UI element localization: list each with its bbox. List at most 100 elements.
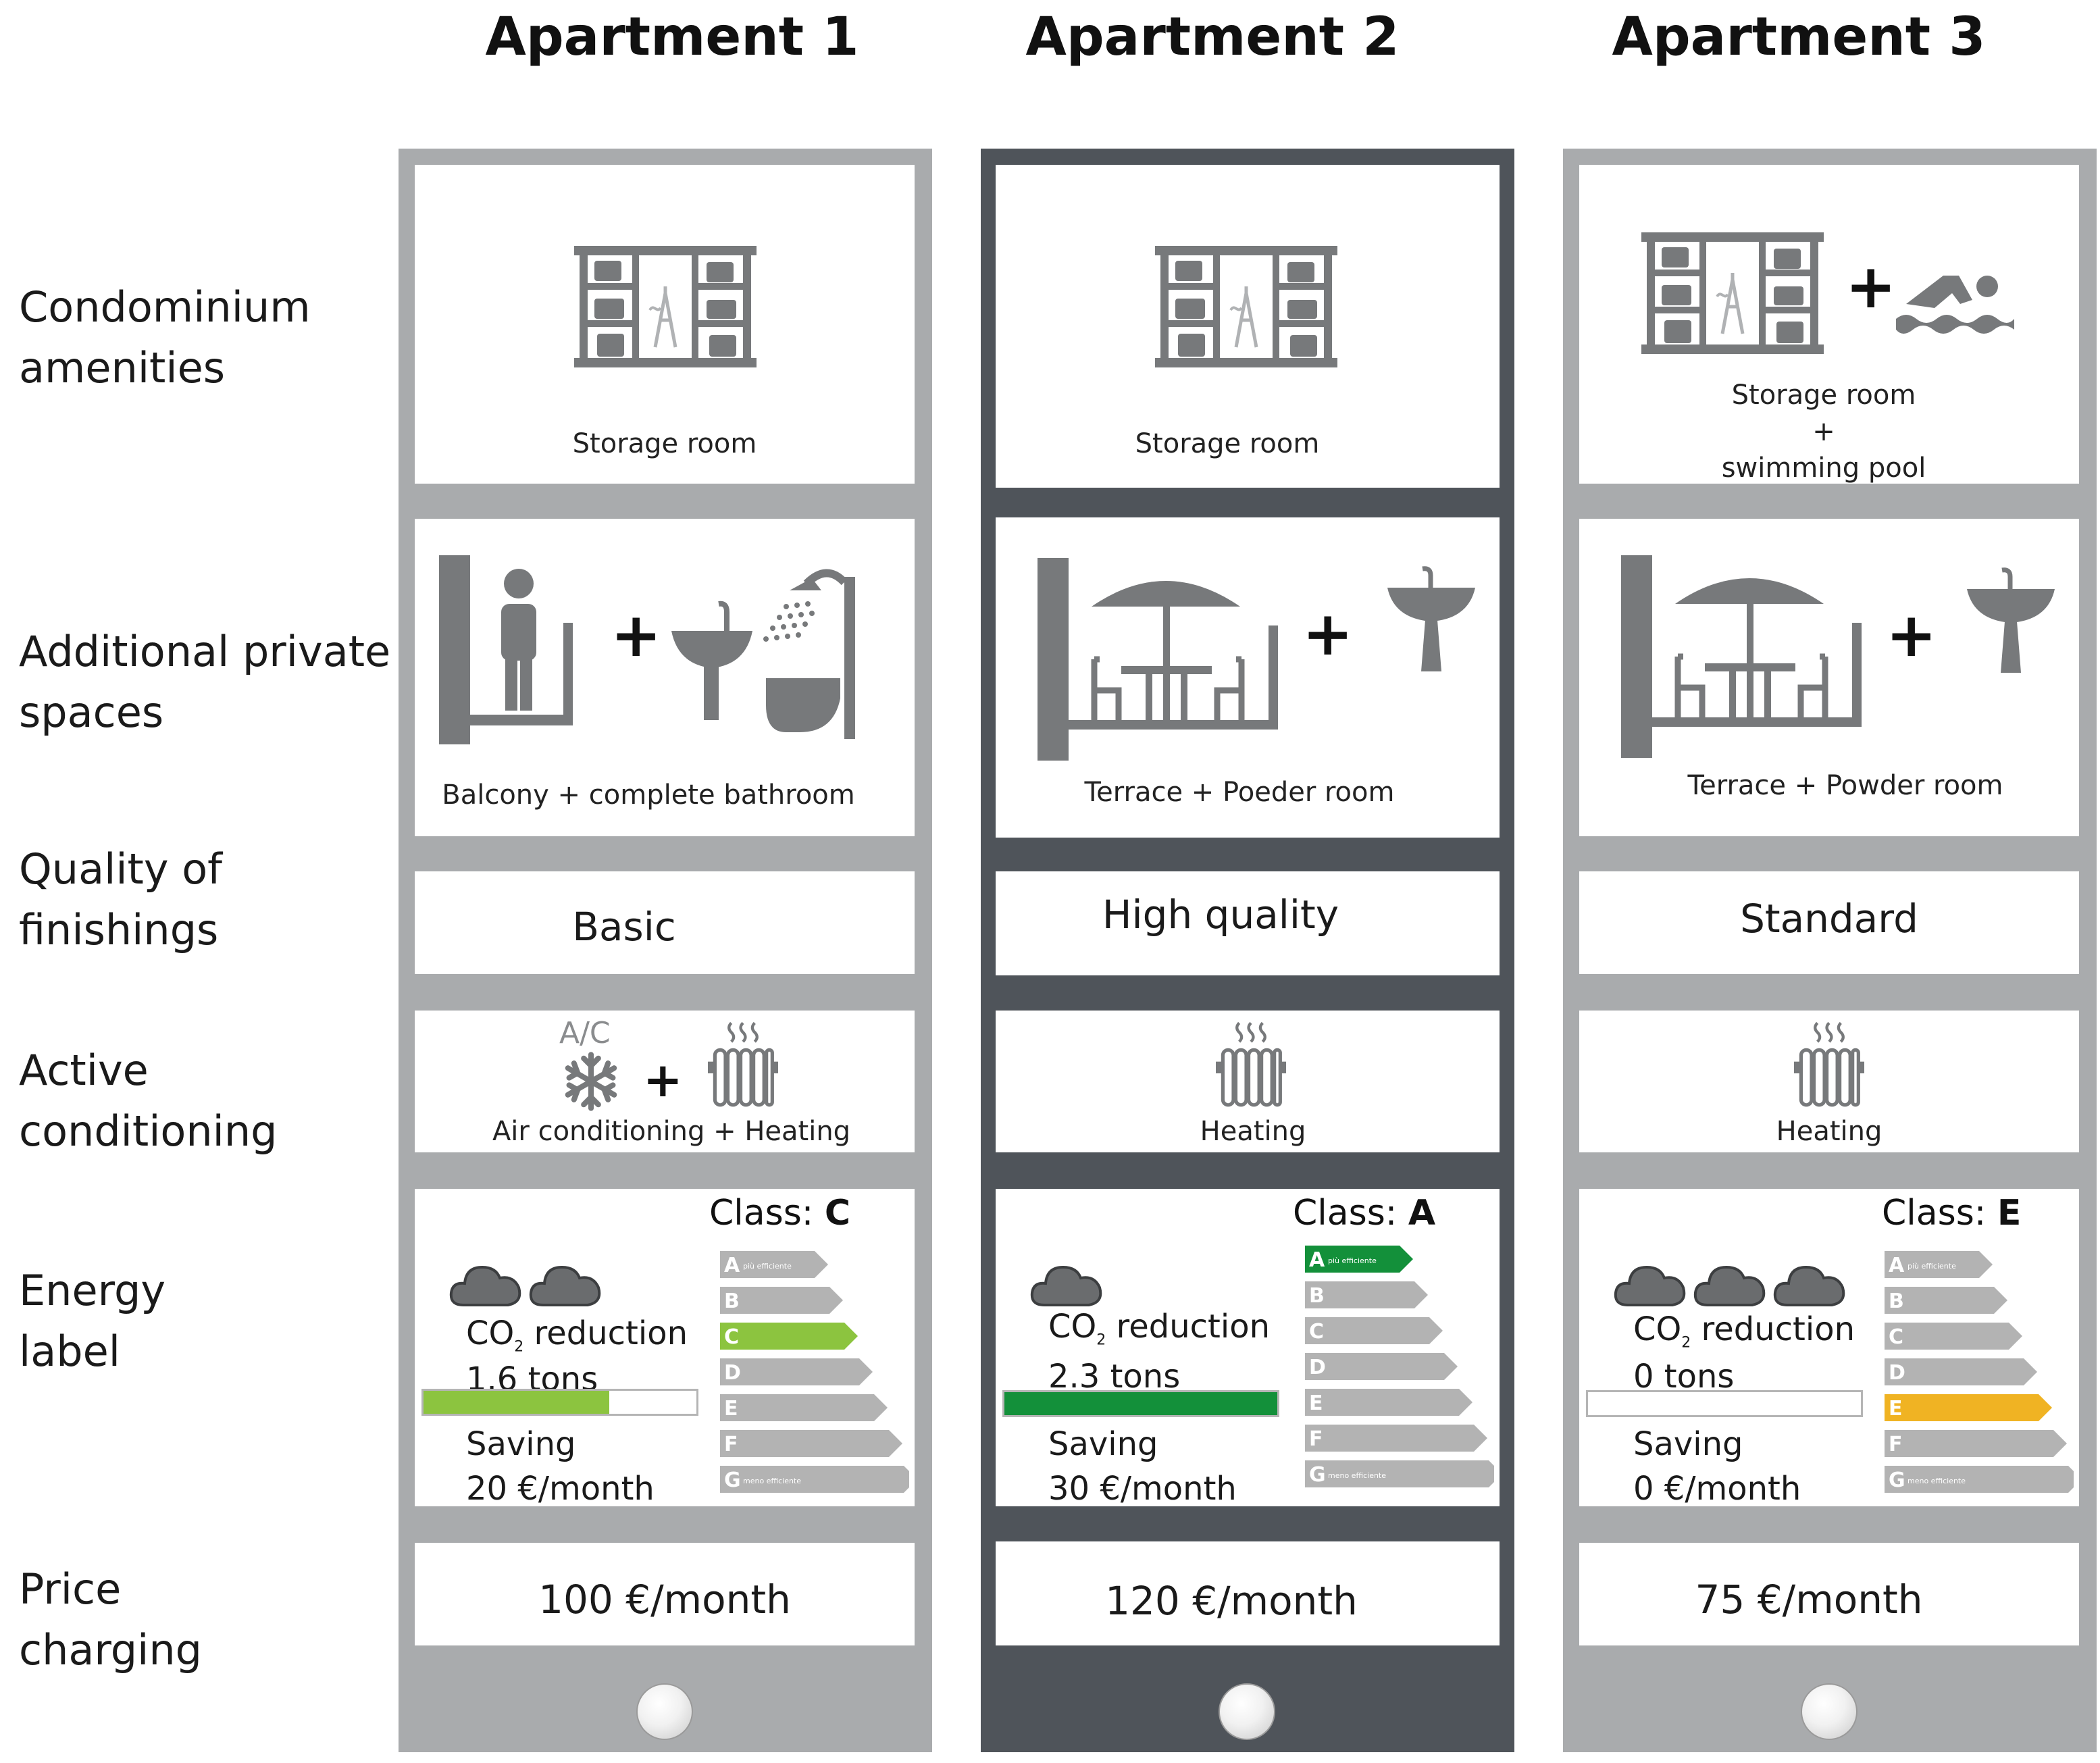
apartment-3-saving-label: Saving (1633, 1425, 1743, 1463)
plus-sign: + (1302, 598, 1354, 669)
plus-sign: + (1886, 600, 1937, 671)
balcony-icon (439, 555, 588, 744)
energy-class-letter: E (1889, 1397, 1903, 1421)
energy-class-letter: B (724, 1289, 740, 1313)
apartment-1-saving-value: 20 €/month (466, 1470, 655, 1508)
bathroom-icon (671, 563, 861, 739)
energy-class-arrow-f: F (720, 1430, 902, 1457)
apartment-3-private-caption: Terrace + Powder room (1687, 770, 2003, 801)
row-label-conditioning: Active conditioning (19, 1046, 278, 1156)
apartment-2-private-caption: Terrace + Poeder room (1084, 777, 1395, 808)
radiator-icon (1794, 1017, 1864, 1112)
apartment-1-title: Apartment 1 (485, 7, 859, 68)
co2-cloud-icon (1029, 1258, 1104, 1312)
apartment-2-co2-value: 2.3 tons (1048, 1358, 1181, 1396)
sink-icon (1387, 565, 1475, 673)
energy-class-arrow-c: C (1305, 1317, 1443, 1344)
apartment-3-quality-cell: Standard (1579, 871, 2079, 974)
energy-class-letter: C (1889, 1325, 1903, 1349)
apartment-1-radio-button[interactable] (636, 1683, 693, 1740)
apartment-3-amenities-caption-plus: + (1812, 416, 1835, 447)
ac-label: A/C (559, 1016, 611, 1050)
energy-class-letter: B (1889, 1289, 1904, 1313)
apartment-2-title: Apartment 2 (1025, 7, 1400, 68)
row-label-private-spaces: Additional private spaces (19, 627, 391, 737)
terrace-icon (1038, 558, 1281, 761)
apartment-1-quality-value: Basic (572, 904, 676, 950)
storage-room-icon (1641, 232, 1824, 354)
energy-class-letter: G (724, 1468, 741, 1492)
apartment-2-energy-class-title: Class: A (1293, 1193, 1436, 1233)
energy-class-letter: D (724, 1361, 741, 1385)
row-label-quality: Quality of finishings (19, 844, 223, 954)
apartment-3-column: + Storage room + swimming pool + Terrace… (1563, 149, 2097, 1752)
apartment-3-saving-value: 0 €/month (1633, 1470, 1801, 1508)
co2-cloud-icon (449, 1258, 523, 1312)
energy-class-arrow-b: B (720, 1287, 843, 1314)
apartment-1-amenities-cell: Storage room (415, 165, 915, 484)
energy-scale-fine-print: più efficiente (1328, 1256, 1377, 1265)
apartment-3-private-cell: + Terrace + Powder room (1579, 519, 2079, 836)
energy-class-letter: D (1889, 1361, 1905, 1385)
energy-class-letter: A (1309, 1248, 1325, 1272)
apartment-1-price-cell: 100 €/month (415, 1543, 915, 1645)
energy-class-letter: F (1889, 1433, 1903, 1456)
apartment-2-quality-cell: High quality (996, 871, 1500, 975)
co2-cloud-icon (1693, 1258, 1767, 1312)
energy-class-arrow-d: D (1885, 1358, 2037, 1385)
apartment-2-saving-value: 30 €/month (1048, 1470, 1237, 1508)
energy-scale-fine-print: più efficiente (1907, 1262, 1956, 1271)
apartment-1-co2-bar-fill (424, 1391, 609, 1414)
apartment-2-energy-cell: Class: A CO2 reduction 2.3 tons Saving 3… (996, 1189, 1502, 1508)
apartment-1-conditioning-caption: Air conditioning + Heating (492, 1116, 851, 1147)
apartment-3-quality-value: Standard (1740, 896, 1918, 942)
energy-class-letter: D (1309, 1356, 1326, 1379)
storage-room-icon (1155, 246, 1337, 367)
row-label-energy: Energy label (19, 1266, 166, 1376)
apartment-2-price-value: 120 €/month (1105, 1578, 1358, 1624)
energy-class-arrow-c: C (1885, 1323, 2022, 1350)
apartment-2-co2-bar-fill (1004, 1392, 1277, 1415)
row-label-amenities: Condominium amenities (19, 282, 311, 392)
apartment-3-conditioning-caption: Heating (1776, 1116, 1883, 1147)
apartment-1-quality-cell: Basic (415, 871, 915, 974)
storage-room-icon (574, 246, 757, 367)
energy-scale-fine-print: meno efficiente (1328, 1471, 1386, 1480)
apartment-2-conditioning-caption: Heating (1200, 1116, 1306, 1147)
energy-scale-fine-print: meno efficiente (743, 1477, 801, 1485)
swimming-pool-icon (1893, 263, 2014, 338)
apartment-2-column: Storage room + Terrace + Poeder room Hig… (981, 149, 1514, 1752)
apartment-2-radio-button[interactable] (1219, 1683, 1275, 1740)
apartment-2-saving-label: Saving (1048, 1425, 1158, 1463)
apartment-1-energy-class-title: Class: C (709, 1193, 851, 1233)
energy-class-letter: F (724, 1433, 738, 1456)
sink-icon (1967, 566, 2055, 674)
apartment-3-price-cell: 75 €/month (1579, 1543, 2079, 1645)
apartment-1-private-cell: + Balcony + complete bathroom (415, 519, 915, 836)
energy-class-arrow-c: C (720, 1323, 858, 1350)
energy-class-arrow-e: E (1885, 1394, 2052, 1421)
apartment-1-conditioning-cell: A/C + Air conditioning + Heating (415, 1011, 915, 1152)
energy-class-arrow-e: E (1305, 1389, 1472, 1416)
radiator-icon (1216, 1017, 1286, 1112)
energy-class-letter: C (1309, 1320, 1324, 1344)
co2-cloud-icon (1772, 1258, 1847, 1312)
co2-cloud-icon (528, 1258, 603, 1312)
apartment-3-amenities-cell: + Storage room + swimming pool (1579, 165, 2079, 484)
apartment-3-radio-button[interactable] (1801, 1683, 1858, 1740)
apartment-3-energy-cell: Class: E CO2 reduction 0 tons Saving 0 €… (1579, 1189, 2082, 1508)
row-label-price: Price charging (19, 1564, 203, 1675)
apartment-2-quality-value: High quality (1102, 892, 1339, 938)
energy-class-arrow-e: E (720, 1394, 888, 1421)
apartment-3-co2-label: CO2 reduction (1633, 1310, 1855, 1352)
apartment-2-price-cell: 120 €/month (996, 1541, 1500, 1645)
apartment-3-co2-value: 0 tons (1633, 1358, 1735, 1396)
